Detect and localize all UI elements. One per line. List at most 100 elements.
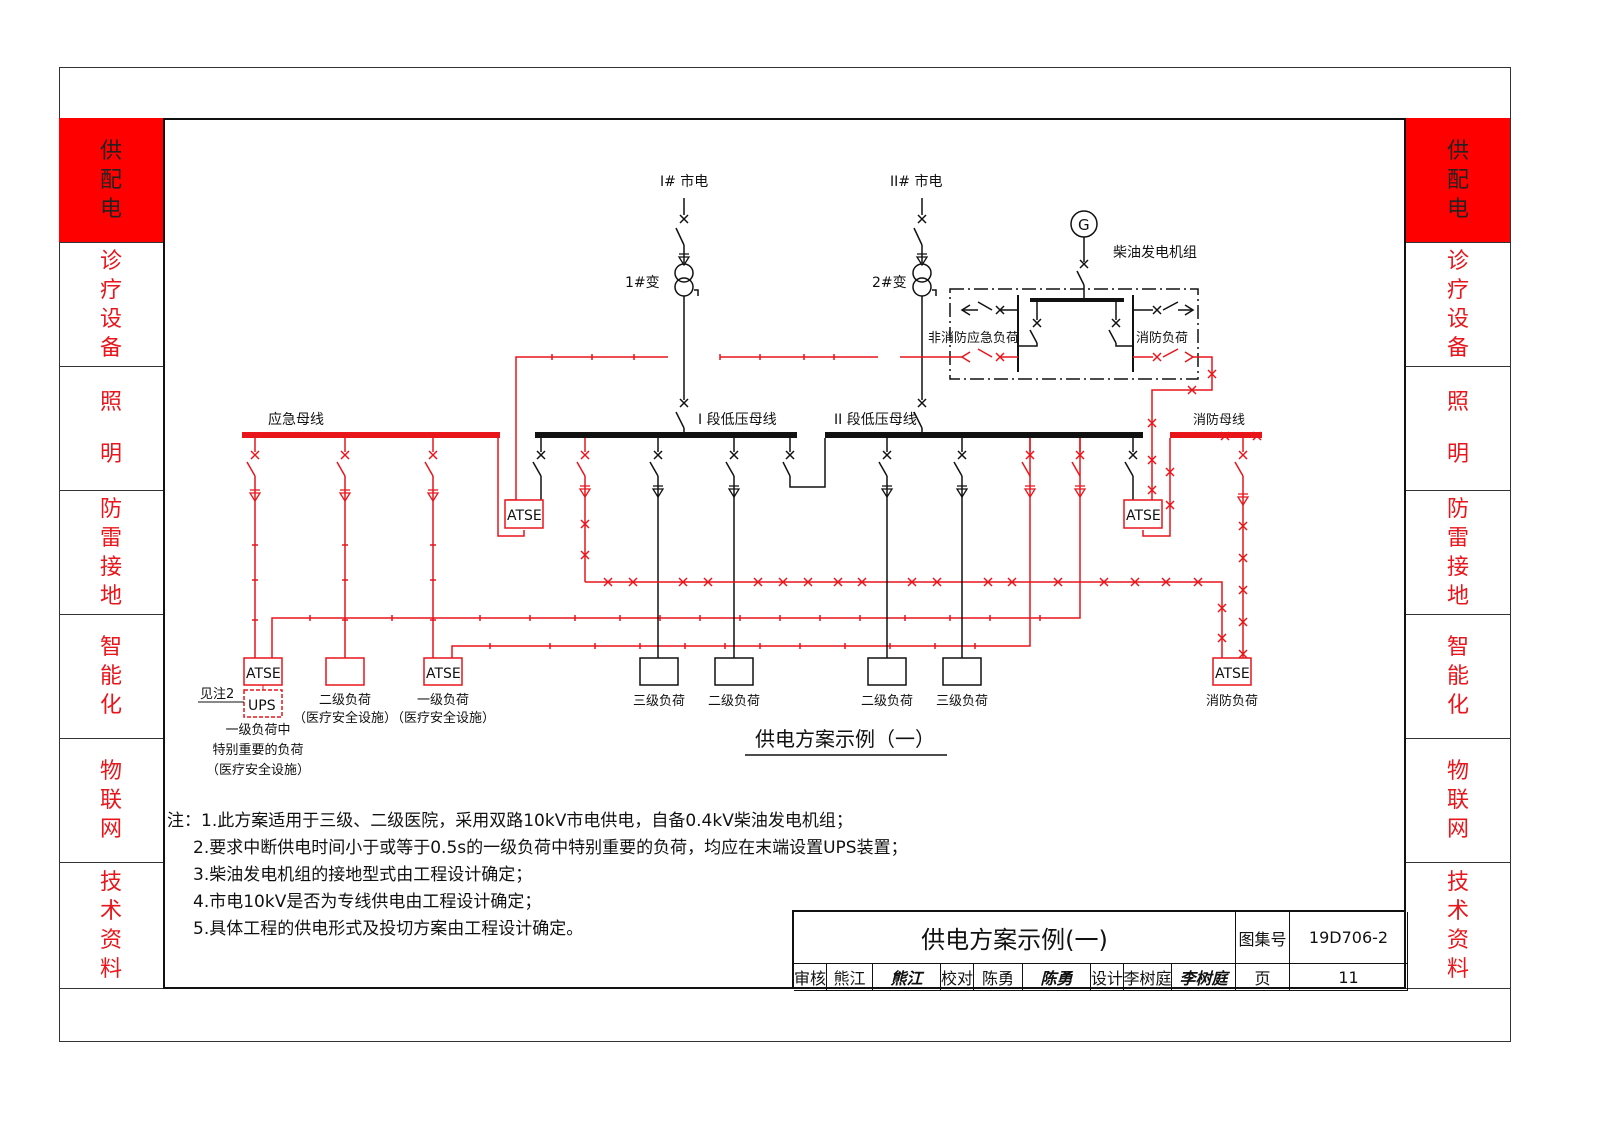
fire-bus-label: 消防母线 bbox=[1193, 412, 1245, 428]
grid-source-1: I# 市电 1#变 bbox=[625, 173, 708, 436]
atse-main-emergency: ATSE bbox=[504, 499, 544, 529]
caption-text: 供电方案示例（一） bbox=[755, 727, 935, 751]
side-tab-label: 防雷接地 bbox=[1446, 496, 1469, 609]
emergency-bus: 应急母线 bbox=[242, 411, 500, 438]
page-number: 11 bbox=[1290, 964, 1408, 991]
review-label: 审核 bbox=[794, 964, 827, 991]
side-tab-lighting[interactable]: 照明 bbox=[59, 367, 163, 491]
load-6-secondary: 二级负荷 bbox=[861, 657, 913, 709]
diagram-caption: 供电方案示例（一） bbox=[745, 727, 947, 756]
lv-bus-2: II 段低压母线 bbox=[825, 412, 1143, 438]
emergency-feeders bbox=[246, 438, 1081, 658]
atse-label: ATSE bbox=[1215, 666, 1250, 682]
side-tab-label: 诊疗设备 bbox=[1446, 248, 1469, 361]
grid-2-label: II# 市电 bbox=[890, 173, 942, 190]
load-label: 二级负荷（医疗安全设施） bbox=[293, 693, 397, 726]
load-label: 三级负荷 bbox=[936, 694, 988, 709]
note-4: 4.市电10kV是否为专线供电由工程设计确定； bbox=[193, 892, 542, 912]
transformer-1-label: 1#变 bbox=[625, 275, 660, 291]
side-tab-iot[interactable]: 物联网 bbox=[59, 739, 163, 863]
load-1-critical: ATSE UPS 见注2 一级负荷中特别重要的负荷（医疗安全设施） bbox=[198, 657, 310, 778]
side-tab-lightning-grounding[interactable]: 防雷接地 bbox=[1406, 491, 1510, 615]
load-label: 三级负荷 bbox=[633, 694, 685, 709]
load-5-secondary: 二级负荷 bbox=[708, 657, 760, 709]
reviewer-signature: 熊江 bbox=[873, 964, 941, 991]
drawing-inner-frame bbox=[163, 118, 1406, 989]
bus-tie bbox=[782, 438, 826, 488]
load-2-secondary-medical: 二级负荷（医疗安全设施） bbox=[293, 657, 397, 726]
side-tab-iot[interactable]: 物联网 bbox=[1406, 739, 1510, 863]
side-tab-label: 物联网 bbox=[1446, 759, 1469, 842]
side-tab-label: 技术资料 bbox=[1446, 869, 1469, 982]
side-tab-power-distribution[interactable]: 供配电 bbox=[59, 118, 163, 243]
side-tab-medical-equipment[interactable]: 诊疗设备 bbox=[59, 243, 163, 367]
side-tab-medical-equipment[interactable]: 诊疗设备 bbox=[1406, 243, 1510, 367]
side-tab-label: 防雷接地 bbox=[99, 496, 122, 609]
side-tab-lighting[interactable]: 照明 bbox=[1406, 367, 1510, 491]
drawing-title: 供电方案示例(一) bbox=[794, 912, 1236, 964]
emergency-bus-label: 应急母线 bbox=[268, 411, 324, 428]
atlas-no-label: 图集号 bbox=[1236, 912, 1290, 964]
non-fire-emergency-load-label: 非消防应急负荷 bbox=[928, 330, 1019, 346]
generator-symbol: G bbox=[1078, 216, 1090, 234]
lv-bus-1: I 段低压母线 bbox=[535, 412, 797, 438]
checker-name: 陈勇 bbox=[974, 964, 1023, 991]
grid-1-label: I# 市电 bbox=[660, 173, 708, 190]
transformer-2-primary-icon bbox=[912, 263, 932, 283]
page-label: 页 bbox=[1236, 964, 1290, 991]
breaker-icon bbox=[679, 214, 689, 224]
checker-signature: 陈勇 bbox=[1023, 964, 1091, 991]
load-7-tertiary: 三级负荷 bbox=[936, 657, 988, 709]
design-notes: 注：1.此方案适用于三级、二级医院，采用双路10kV市电供电，自备0.4kV柴油… bbox=[167, 808, 908, 943]
note-2: 2.要求中断供电时间小于或等于0.5s的一级负荷中特别重要的负荷，均应在末端设置… bbox=[193, 838, 908, 858]
side-tab-technical-data[interactable]: 技术资料 bbox=[59, 863, 163, 989]
side-tab-label: 智能化 bbox=[1446, 635, 1469, 718]
lv-bus-2-feeders bbox=[603, 438, 1227, 658]
atse-label: ATSE bbox=[1126, 508, 1161, 524]
side-tab-intelligent[interactable]: 智能化 bbox=[1406, 615, 1510, 739]
load-label: 消防负荷 bbox=[1206, 693, 1258, 709]
note-1: 注：1.此方案适用于三级、二级医院，采用双路10kV市电供电，自备0.4kV柴油… bbox=[167, 811, 853, 831]
atse-fire-main: ATSE bbox=[1123, 499, 1163, 529]
see-note-label: 见注2 bbox=[200, 687, 234, 702]
side-tab-label: 智能化 bbox=[99, 635, 122, 718]
side-tab-power-distribution[interactable]: 供配电 bbox=[1406, 118, 1510, 243]
check-label: 校对 bbox=[941, 964, 974, 991]
ups-label: UPS bbox=[248, 698, 276, 714]
side-tab-label: 供配电 bbox=[1446, 138, 1469, 222]
atse-label: ATSE bbox=[426, 666, 461, 682]
lv-bus-1-feeders bbox=[532, 438, 1223, 658]
lv-bus-2-label: II 段低压母线 bbox=[834, 412, 917, 428]
fire-bus: 消防母线 bbox=[1170, 412, 1262, 438]
side-tab-intelligent[interactable]: 智能化 bbox=[59, 615, 163, 739]
load-label: 二级负荷 bbox=[861, 694, 913, 709]
design-label: 设计 bbox=[1091, 964, 1124, 991]
load-8-fire: ATSE 消防负荷 bbox=[1206, 657, 1258, 709]
generator-panel-enclosure bbox=[949, 288, 1199, 380]
side-tab-label: 照明 bbox=[99, 389, 122, 467]
side-tab-label: 物联网 bbox=[99, 759, 122, 842]
atse-label: ATSE bbox=[246, 666, 281, 682]
generator-emergency-feeders bbox=[508, 348, 1217, 501]
side-tab-label: 技术资料 bbox=[99, 869, 122, 982]
transformer-1-primary-icon bbox=[674, 263, 694, 283]
lv-bus-1-label: I 段低压母线 bbox=[698, 412, 777, 428]
reviewer-name: 熊江 bbox=[827, 964, 873, 991]
side-tab-label: 诊疗设备 bbox=[99, 248, 122, 361]
generator-label: 柴油发电机组 bbox=[1113, 245, 1197, 261]
fire-load-label-gen: 消防负荷 bbox=[1136, 330, 1188, 346]
diesel-generator: G 柴油发电机组 非消防应急负荷 消防负荷 bbox=[928, 210, 1199, 380]
atlas-no: 19D706-2 bbox=[1290, 912, 1408, 964]
designer-name: 李树庭 bbox=[1124, 964, 1172, 991]
side-tab-lightning-grounding[interactable]: 防雷接地 bbox=[59, 491, 163, 615]
drawing-outer-frame bbox=[59, 67, 1511, 1042]
load-label: 一级负荷（医疗安全设施） bbox=[391, 693, 495, 726]
side-tab-label: 供配电 bbox=[99, 138, 122, 222]
transformer-2-secondary-icon bbox=[912, 277, 932, 297]
title-block: 供电方案示例(一) 图集号 19D706-2 审核 熊江 熊江 校对 陈勇 陈勇… bbox=[792, 910, 1408, 991]
side-tab-technical-data[interactable]: 技术资料 bbox=[1406, 863, 1510, 989]
designer-signature: 李树庭 bbox=[1172, 964, 1236, 991]
note-5: 5.具体工程的供电形式及投切方案由工程设计确定。 bbox=[193, 919, 584, 939]
load-3-primary-medical: ATSE 一级负荷（医疗安全设施） bbox=[391, 657, 495, 726]
